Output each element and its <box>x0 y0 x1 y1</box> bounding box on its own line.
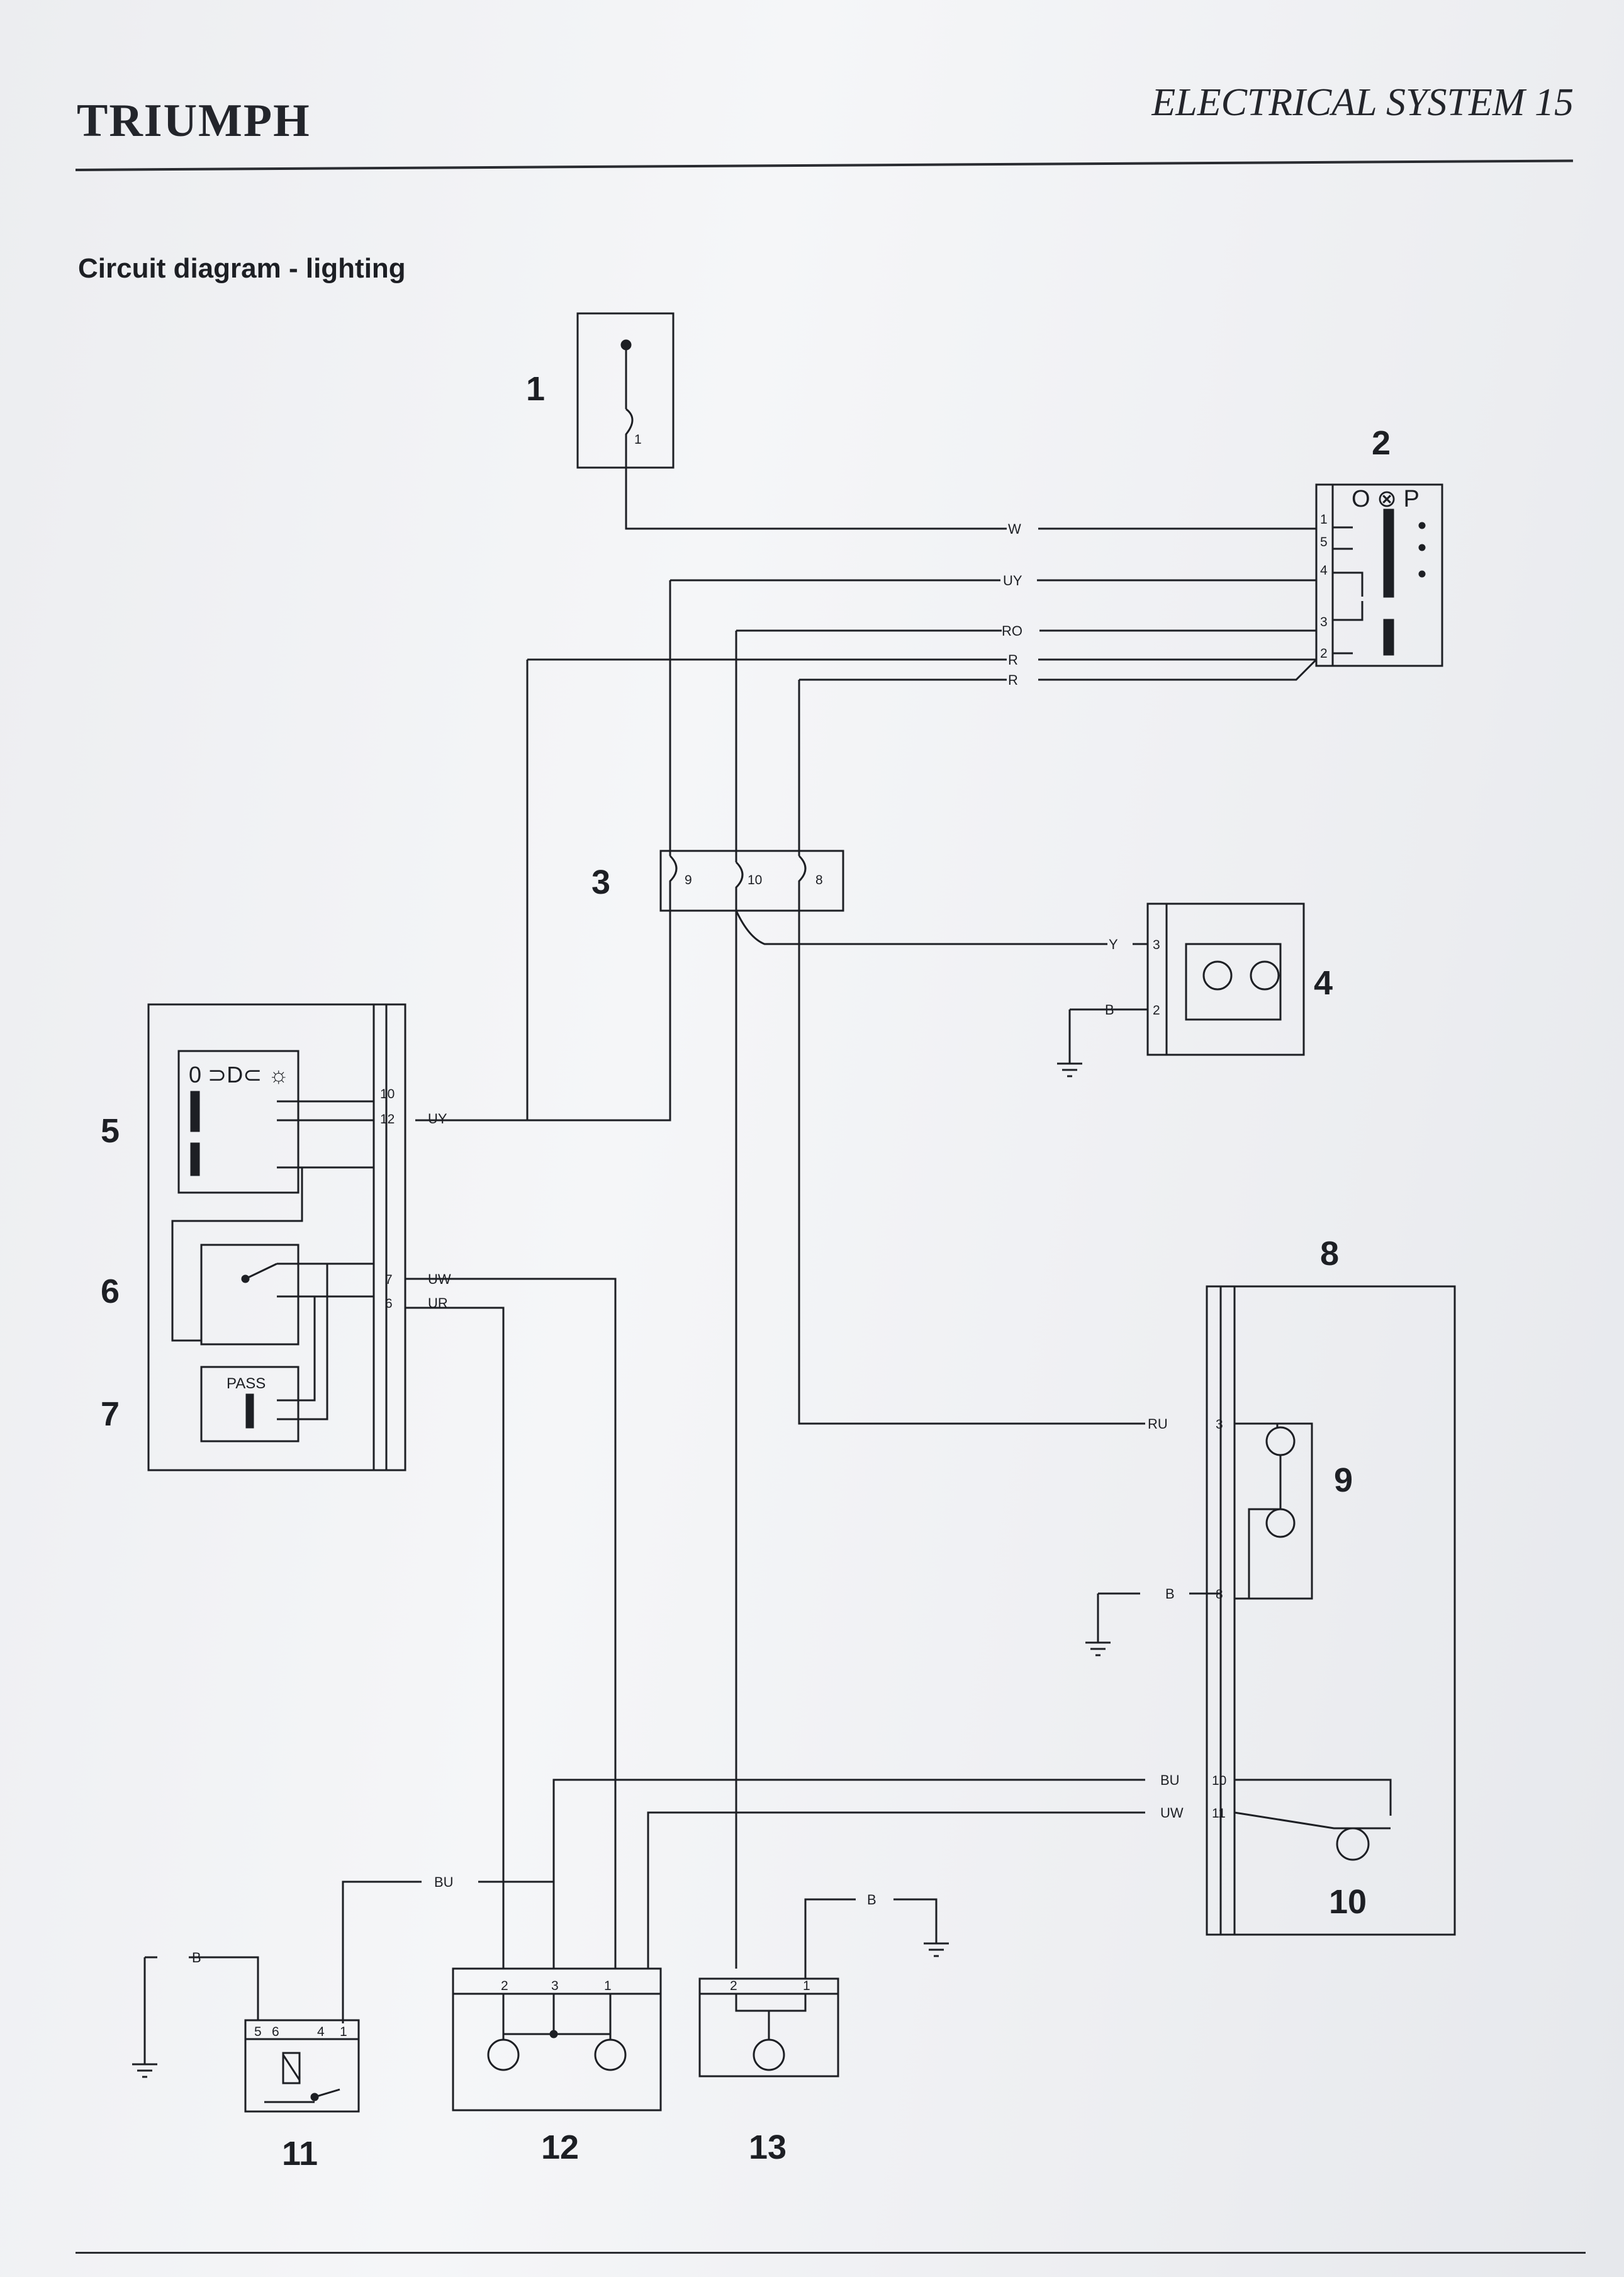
component-1-label: 1 <box>526 370 545 408</box>
section-title: ELECTRICAL SYSTEM 15 <box>1151 81 1574 124</box>
c2-positions: O ⊗ P <box>1352 486 1420 512</box>
component-11-label: 11 <box>282 2135 318 2173</box>
c8-pin-10: 10 <box>1212 1774 1226 1788</box>
component-13-label: 13 <box>749 2128 787 2166</box>
wire-label-uy5: UY <box>428 1111 447 1127</box>
wire-label-r1: R <box>1008 652 1018 668</box>
component-5-label: 5 <box>101 1112 120 1150</box>
c3-pin-8: 8 <box>815 873 823 887</box>
c3-pin-10: 10 <box>748 873 762 887</box>
brand-logo: TRIUMPH <box>77 95 311 147</box>
c11-pin-1: 1 <box>340 2025 347 2039</box>
wire-label-uw11: UW <box>1160 1805 1184 1821</box>
c11-pin-6: 6 <box>272 2025 279 2039</box>
wire-label-bu10: BU <box>1160 1772 1180 1788</box>
c12-pin-2: 2 <box>501 1979 508 1993</box>
wire-label-w: W <box>1008 521 1021 537</box>
component-8-label: 8 <box>1320 1235 1339 1273</box>
wire-label-b13: B <box>867 1892 876 1908</box>
c2-pin-1: 1 <box>1320 512 1328 527</box>
component-2-box <box>1315 483 1443 667</box>
component-7-box <box>200 1366 300 1442</box>
c8-pin-3: 3 <box>1216 1417 1223 1432</box>
component-4-label: 4 <box>1314 964 1333 1002</box>
diagram-title: Circuit diagram - lighting <box>78 253 406 284</box>
c4-pin-2: 2 <box>1153 1003 1160 1018</box>
c12-pin-3: 3 <box>551 1979 559 1993</box>
wire-label-uy-top: UY <box>1003 573 1022 588</box>
c3-pin-9: 9 <box>685 873 692 887</box>
c2-pin-4: 4 <box>1320 563 1328 578</box>
wire-label-ru: RU <box>1148 1416 1168 1432</box>
c2-pin-2: 2 <box>1320 646 1328 661</box>
wire-label-b11: B <box>192 1950 201 1965</box>
c2-pin-5: 5 <box>1320 535 1328 549</box>
c13-pin-1: 1 <box>803 1979 810 1993</box>
c1-pin: 1 <box>634 432 642 447</box>
component-13-box <box>698 1977 839 2077</box>
component-8-box <box>1206 1285 1456 1936</box>
c8-pin-11: 11 <box>1212 1806 1226 1821</box>
c7-pass-label: PASS <box>227 1375 266 1392</box>
component-3-box <box>659 850 844 912</box>
component-7-label: 7 <box>101 1395 120 1433</box>
component-6-label: 6 <box>101 1273 120 1310</box>
c4-pin-3: 3 <box>1153 938 1160 952</box>
component-2-label: 2 <box>1372 424 1391 462</box>
c5-pin-12: 12 <box>380 1112 395 1127</box>
component-5-box <box>177 1050 300 1194</box>
wire-label-b9: B <box>1165 1586 1175 1602</box>
c8-pin-8: 8 <box>1216 1587 1223 1602</box>
c6-pin-6: 6 <box>385 1296 393 1311</box>
wire-label-bu-left: BU <box>434 1874 454 1890</box>
component-11-box <box>244 2019 360 2113</box>
c5-positions: 0 ⊃D⊂ ☼ <box>189 1062 289 1088</box>
footer-rule <box>76 2252 1586 2254</box>
component-9-label: 9 <box>1334 1461 1353 1499</box>
switch-housing-box <box>147 1003 406 1471</box>
wire-label-ro: RO <box>1002 623 1022 639</box>
component-12-label: 12 <box>541 2128 579 2166</box>
wire-label-r2: R <box>1008 672 1018 688</box>
wire-label-b4: B <box>1105 1002 1114 1018</box>
component-3-label: 3 <box>591 863 610 901</box>
c11-pin-4: 4 <box>317 2025 325 2039</box>
c5-pin-10: 10 <box>380 1087 395 1101</box>
c11-pin-5: 5 <box>254 2025 262 2039</box>
c13-pin-2: 2 <box>730 1979 737 1993</box>
component-10-label: 10 <box>1329 1883 1367 1921</box>
wire-label-y: Y <box>1109 936 1118 952</box>
c6-pin-7: 7 <box>385 1273 393 1287</box>
component-4-box <box>1146 902 1305 1056</box>
component-6-box <box>200 1244 300 1346</box>
c12-pin-1: 1 <box>604 1979 612 1993</box>
component-12-box <box>452 1967 662 2111</box>
c2-pin-3: 3 <box>1320 615 1328 629</box>
